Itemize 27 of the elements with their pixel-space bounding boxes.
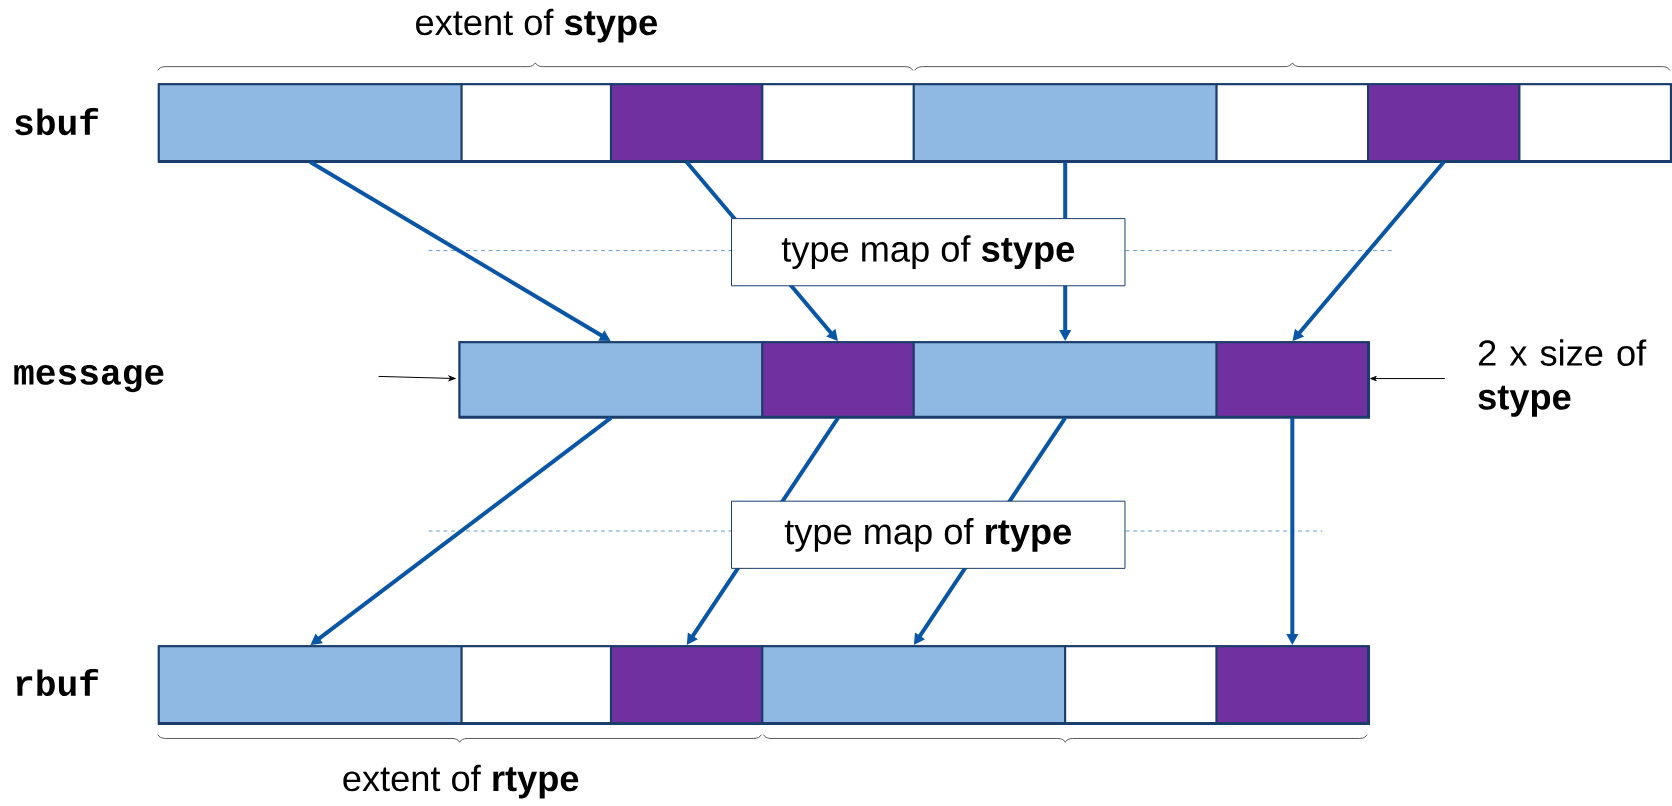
data-cell [460, 645, 612, 724]
type-map-label: type map of stype [731, 218, 1126, 287]
data-cell [912, 83, 1218, 162]
buffer-name: message [14, 364, 164, 393]
brace-label: extent of rtype [343, 764, 579, 799]
dimension-label: 2 x size of stype [1478, 339, 1647, 417]
data-cell [1215, 83, 1370, 162]
data-cell [609, 645, 764, 724]
data-cell [1064, 645, 1218, 724]
brace-label: extent of stype [416, 8, 657, 43]
data-cell [761, 83, 915, 162]
data-cell [761, 645, 1067, 724]
arrow [1292, 160, 1446, 341]
data-cell [1367, 83, 1521, 162]
data-cell [761, 341, 915, 418]
type-map-label: type map of rtype [731, 500, 1126, 569]
data-cell [157, 83, 463, 162]
data-cell [1518, 83, 1672, 162]
buffer-name: rbuf [16, 668, 99, 696]
data-cell [912, 341, 1218, 418]
data-cell [460, 83, 612, 162]
data-cell [157, 645, 463, 724]
data-cell [609, 83, 764, 162]
data-cell [1215, 645, 1370, 724]
data-cell [1215, 341, 1370, 418]
data-cell [458, 341, 764, 418]
buffer-name: sbuf [15, 107, 99, 136]
